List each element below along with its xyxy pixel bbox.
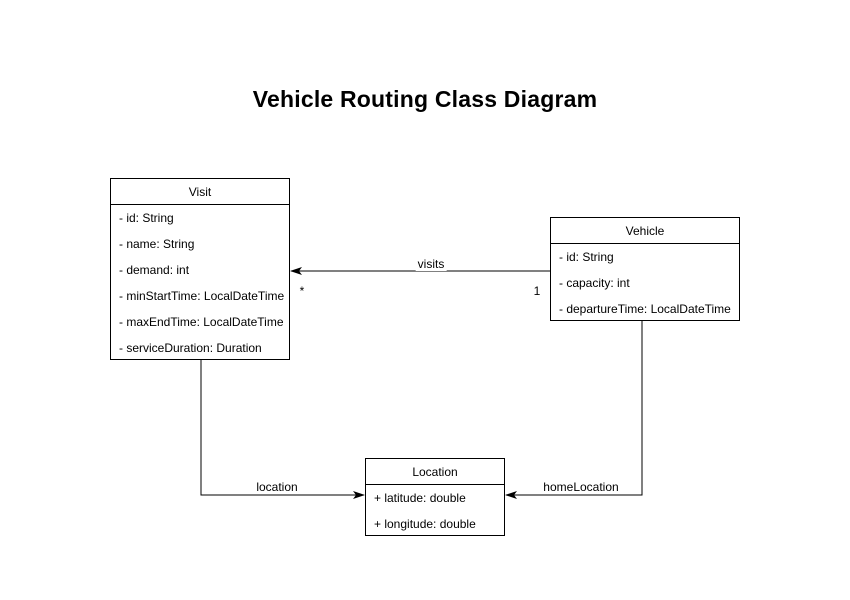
multiplicity-visits-target: * (299, 284, 305, 298)
edge-label-visits: visits (415, 257, 447, 271)
attribute-location-latitude: + latitude: double (374, 491, 466, 505)
attribute-vehicle-id: - id: String (559, 250, 614, 264)
attribute-visit-demand: - demand: int (119, 263, 190, 277)
attribute-visit-name: - name: String (119, 237, 195, 251)
class-visit[interactable]: Visit - id: String - name: String - dema… (110, 178, 290, 360)
attribute-visit-serviceduration: - serviceDuration: Duration (119, 341, 262, 355)
class-location-attributes: + latitude: double + longitude: double (366, 485, 504, 537)
class-visit-attributes: - id: String - name: String - demand: in… (111, 205, 289, 361)
attribute-location-longitude: + longitude: double (374, 517, 476, 531)
class-vehicle-attributes: - id: String - capacity: int - departure… (551, 244, 739, 322)
edge-label-homelocation: homeLocation (541, 480, 621, 494)
multiplicity-visits-source: 1 (533, 284, 541, 298)
class-location-name: Location (366, 459, 504, 485)
class-visit-name: Visit (111, 179, 289, 205)
attribute-visit-id: - id: String (119, 211, 174, 225)
edge-location[interactable] (200, 360, 365, 499)
edge-homelocation[interactable] (505, 321, 643, 499)
class-vehicle[interactable]: Vehicle - id: String - capacity: int - d… (550, 217, 740, 321)
class-vehicle-name: Vehicle (551, 218, 739, 244)
class-location[interactable]: Location + latitude: double + longitude:… (365, 458, 505, 536)
attribute-visit-maxendtime: - maxEndTime: LocalDateTime (119, 315, 284, 329)
attribute-vehicle-departuretime: - departureTime: LocalDateTime (559, 302, 731, 316)
edge-label-location: location (254, 480, 300, 494)
attribute-vehicle-capacity: - capacity: int (559, 276, 630, 290)
diagram-title: Vehicle Routing Class Diagram (252, 86, 598, 112)
attribute-visit-minstarttime: - minStartTime: LocalDateTime (119, 289, 285, 303)
